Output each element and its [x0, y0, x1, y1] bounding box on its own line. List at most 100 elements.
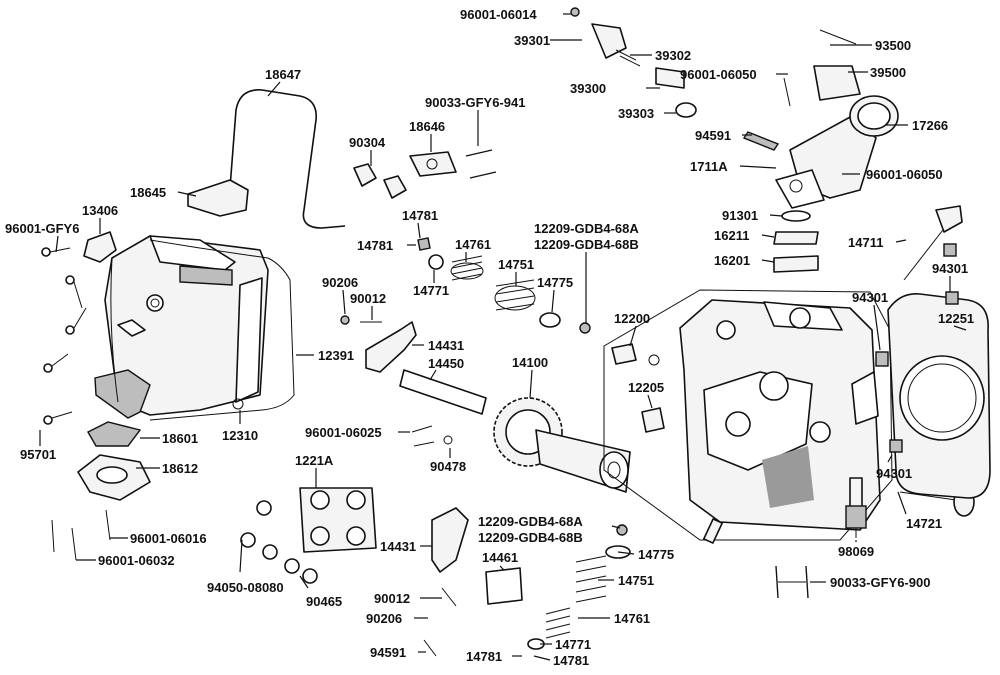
plate-18646 — [409, 151, 457, 177]
part-label: 14781 — [466, 649, 502, 664]
part-label: 14751 — [618, 573, 654, 588]
part-label: 12251 — [938, 311, 974, 326]
part-label: 96001-06014 — [460, 7, 537, 22]
part-label: 18647 — [265, 67, 301, 82]
spark-plug — [845, 477, 867, 538]
part-label: 96001-06050 — [680, 67, 757, 82]
part-label: 96001-06016 — [130, 531, 207, 546]
retainer-14771 — [428, 254, 444, 270]
caps-90304 — [353, 163, 407, 199]
part-label: 12209-GDB4-68B — [478, 530, 583, 545]
gasket-hole — [232, 398, 244, 410]
part-label: 14100 — [512, 355, 548, 370]
part-label: 14461 — [482, 550, 518, 565]
cap-12209-top — [579, 322, 591, 334]
part-label: 14761 — [614, 611, 650, 626]
part-label: 94591 — [695, 128, 731, 143]
part-label: 39302 — [655, 48, 691, 63]
part-label: 90304 — [349, 135, 386, 150]
rocker-arm-top — [365, 321, 417, 373]
part-label: 96001-GFY6 — [5, 221, 79, 236]
part-label: 18646 — [409, 119, 445, 134]
parts-drawing — [41, 7, 991, 657]
part-label: 1711A — [690, 159, 728, 174]
part-label: 14711 — [848, 235, 883, 250]
breather-plate — [87, 421, 142, 447]
part-label: 17266 — [912, 118, 948, 133]
plug-12205 — [641, 407, 665, 433]
part-label: 14761 — [455, 237, 491, 252]
part-label: 18612 — [162, 461, 198, 476]
breather-bolts — [51, 509, 111, 561]
part-label: 12209-GDB4-68B — [534, 237, 639, 252]
part-label: 94301 — [876, 466, 912, 481]
rocker-holder — [299, 487, 377, 553]
seal-14775 — [539, 312, 561, 328]
part-label: 39301 — [514, 33, 550, 48]
dowel-94301-c — [875, 351, 889, 367]
part-label: 95701 — [20, 447, 56, 462]
part-label: 13406 — [82, 203, 118, 218]
part-label: 98069 — [838, 544, 874, 559]
spring-14751 — [494, 279, 536, 311]
part-label: 16201 — [714, 253, 750, 268]
part-label: 39300 — [570, 81, 606, 96]
bracket-13406 — [83, 231, 117, 263]
cover-gasket — [149, 239, 295, 421]
camshaft-assembly — [493, 397, 631, 493]
gasket-16201 — [773, 255, 819, 273]
part-label: 93500 — [875, 38, 911, 53]
part-label: 14431 — [380, 539, 416, 554]
part-label: 94050-08080 — [207, 580, 284, 595]
part-label: 12209-GDB4-68A — [478, 514, 583, 529]
part-label: 14781 — [553, 653, 589, 668]
part-label: 18601 — [162, 431, 198, 446]
valve-intake — [903, 205, 963, 281]
dowel-94301-a — [943, 243, 957, 257]
part-label: 90033-GFY6-900 — [830, 575, 930, 590]
part-label: 90465 — [306, 594, 342, 609]
studs-90033-gfy6-941 — [465, 149, 497, 179]
part-label: 96001-06025 — [305, 425, 382, 440]
guide-12209 — [703, 518, 723, 544]
part-label: 12310 — [222, 428, 258, 443]
part-label: 16211 — [714, 228, 749, 243]
part-label: 14721 — [906, 516, 942, 531]
cylinder-head — [679, 299, 881, 531]
leader-lines — [39, 13, 967, 661]
part-label: 39303 — [618, 106, 654, 121]
part-label: 90033-GFY6-941 — [425, 95, 525, 110]
injector-assembly — [570, 7, 697, 118]
tube-flange-18645 — [187, 179, 249, 217]
part-label: 12200 — [614, 311, 650, 326]
cover-bolts — [41, 247, 87, 425]
part-labels: 96001-06014 39301 39302 93500 96001-0605… — [5, 7, 974, 668]
part-label: 90012 — [350, 291, 386, 306]
part-label: 90012 — [374, 591, 410, 606]
part-label: 94591 — [370, 645, 406, 660]
part-label: 90478 — [430, 459, 466, 474]
part-label: 14771 — [555, 637, 591, 652]
part-label: 18645 — [130, 185, 166, 200]
part-label: 12391 — [318, 348, 354, 363]
part-label: 96001-06050 — [866, 167, 943, 182]
part-label: 91301 — [722, 208, 758, 223]
rocker-shaft — [399, 369, 487, 415]
part-label: 12209-GDB4-68A — [534, 221, 639, 236]
part-label: 94301 — [852, 290, 888, 305]
studs-90033-gfy6-900 — [775, 565, 809, 599]
dowel-94301-b — [945, 291, 959, 305]
part-label: 96001-06032 — [98, 553, 175, 568]
dashed-outline-12200 — [603, 289, 893, 541]
part-label: 39500 — [870, 65, 906, 80]
spring-14761 — [450, 255, 484, 281]
intake-manifold — [775, 95, 899, 209]
part-label: 90206 — [366, 611, 402, 626]
o-ring-91301 — [781, 210, 811, 222]
part-label: 14450 — [428, 356, 464, 371]
part-label: 1221A — [295, 453, 334, 468]
nuts-washers — [240, 500, 318, 584]
rocker-arm-lower — [431, 507, 469, 573]
part-label: 14771 — [413, 283, 449, 298]
